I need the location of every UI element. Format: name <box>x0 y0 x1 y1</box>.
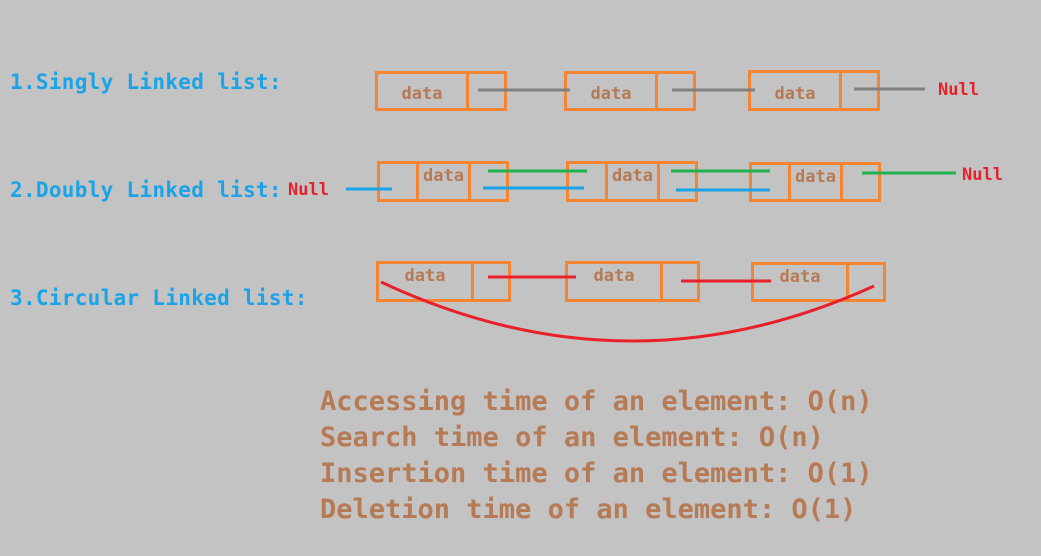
singly-linked-list-label: 1.Singly Linked list: <box>10 70 282 94</box>
circular-node-2-next-pointer <box>660 264 697 299</box>
doubly-node-2-next-pointer <box>657 164 695 199</box>
accessing-time-text: Accessing time of an element: O(n) <box>320 386 873 417</box>
singly-node-1: data <box>375 71 507 111</box>
doubly-node-1: data <box>377 161 509 202</box>
doubly-node-3-next-pointer <box>840 165 878 199</box>
singly-node-1-data: data <box>401 84 443 104</box>
doubly-node-1-next-pointer <box>468 164 506 199</box>
circular-node-3-data: data <box>779 267 821 287</box>
deletion-time-text: Deletion time of an element: O(1) <box>320 494 857 525</box>
doubly-linked-list-label: 2.Doubly Linked list: <box>10 178 282 202</box>
doubly-node-1-data: data <box>416 164 468 199</box>
singly-node-3-next-pointer <box>839 73 877 108</box>
doubly-node-2-data: data <box>605 164 657 199</box>
circular-node-1-next-pointer <box>471 264 508 299</box>
doubly-node-2: data <box>566 161 698 202</box>
circular-linked-list-label: 3.Circular Linked list: <box>10 286 308 310</box>
circular-node-1: data <box>376 261 511 302</box>
singly-node-2-data: data <box>590 84 632 104</box>
doubly-left-null-label: Null <box>288 180 329 200</box>
singly-node-1-next-pointer <box>466 74 504 108</box>
singly-node-2-next-pointer <box>655 74 693 108</box>
complexity-notes: Accessing time of an element: O(n) Searc… <box>320 384 873 528</box>
circular-return-link <box>380 280 875 343</box>
singly-node-3-data: data <box>774 84 816 104</box>
doubly-right-null-label: Null <box>962 165 1003 185</box>
insertion-time-text: Insertion time of an element: O(1) <box>320 458 873 489</box>
circular-node-2-data: data <box>593 266 635 286</box>
circular-node-3-next-pointer <box>846 265 883 299</box>
singly-null-label: Null <box>938 80 979 100</box>
doubly-node-3: data <box>749 162 881 202</box>
doubly-node-3-data: data <box>788 165 840 199</box>
circular-node-1-data: data <box>404 266 446 286</box>
search-time-text: Search time of an element: O(n) <box>320 422 824 453</box>
